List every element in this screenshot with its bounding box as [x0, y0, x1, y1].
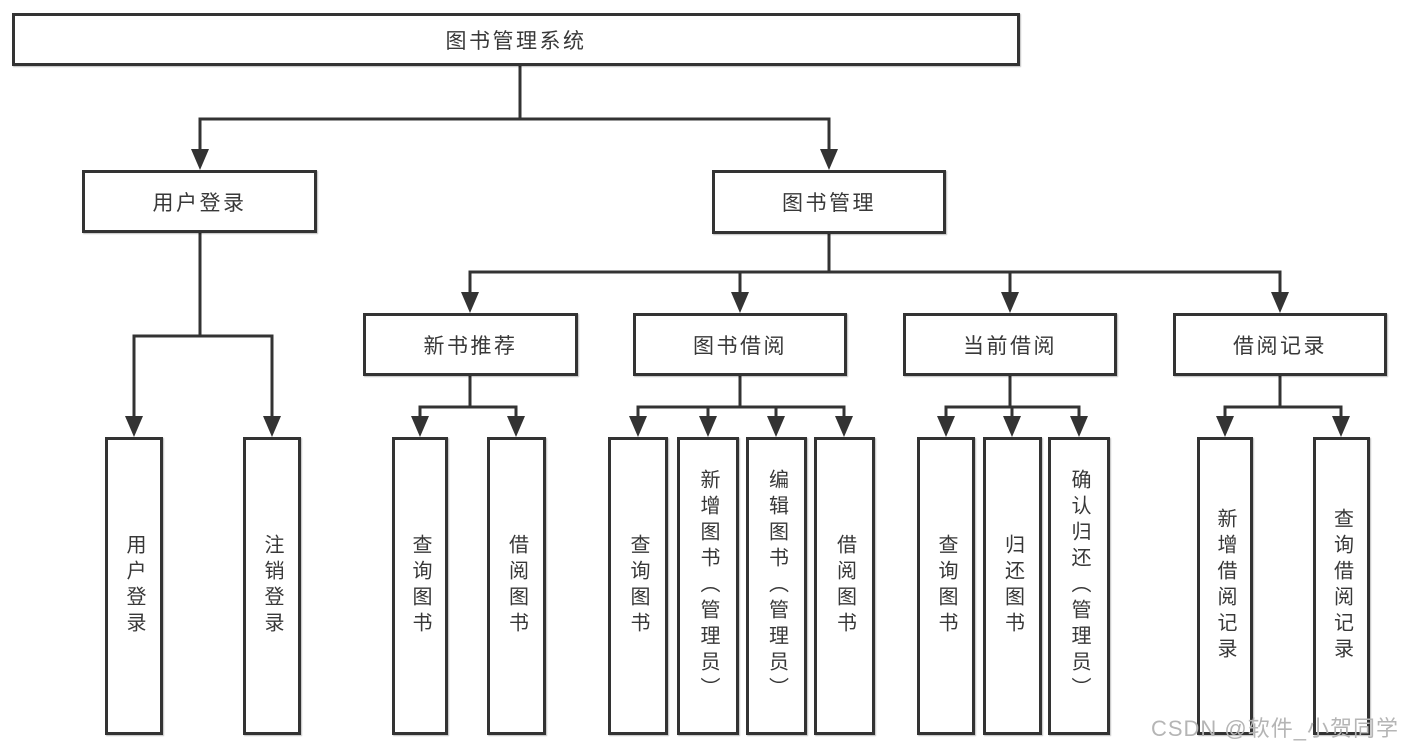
- node-borrow-records: 借阅记录: [1173, 313, 1387, 376]
- node-leaf-query-borrow-record-label: 查询借阅记录: [1330, 508, 1353, 664]
- node-leaf-query-books-current: 查询图书: [917, 437, 975, 735]
- node-book-borrow-label: 图书借阅: [693, 334, 787, 358]
- node-leaf-logout-label: 注销登录: [261, 534, 283, 638]
- node-leaf-add-borrow-record-label: 新增借阅记录: [1214, 508, 1236, 664]
- node-leaf-add-borrow-record: 新增借阅记录: [1197, 437, 1253, 735]
- node-current-borrow: 当前借阅: [903, 313, 1117, 376]
- node-user-login: 用户登录: [82, 170, 317, 233]
- node-leaf-confirm-return-admin-label: 确认归还（管理员）: [1068, 469, 1090, 703]
- node-user-login-label: 用户登录: [152, 191, 247, 215]
- node-leaf-return-book: 归还图书: [983, 437, 1042, 735]
- node-leaf-user-login-label: 用户登录: [123, 534, 145, 638]
- node-leaf-edit-book-admin: 编辑图书（管理员）: [746, 437, 807, 735]
- node-leaf-query-books-borrow: 查询图书: [608, 437, 668, 735]
- node-root-label: 图书管理系统: [445, 29, 587, 53]
- node-leaf-query-books-recommend-label: 查询图书: [409, 534, 431, 638]
- node-leaf-query-books-borrow-label: 查询图书: [627, 534, 649, 638]
- node-leaf-return-book-label: 归还图书: [1001, 534, 1024, 638]
- node-leaf-add-book-admin-label: 新增图书（管理员）: [697, 469, 719, 703]
- node-leaf-edit-book-admin-label: 编辑图书（管理员）: [765, 469, 788, 703]
- node-leaf-borrow-books-recommend-label: 借阅图书: [505, 534, 528, 638]
- node-root: 图书管理系统: [12, 13, 1020, 66]
- node-leaf-query-borrow-record: 查询借阅记录: [1313, 437, 1370, 735]
- node-leaf-borrow-books-recommend: 借阅图书: [487, 437, 546, 735]
- node-book-borrow: 图书借阅: [633, 313, 847, 376]
- node-leaf-user-login: 用户登录: [105, 437, 163, 735]
- node-leaf-logout: 注销登录: [243, 437, 301, 735]
- node-book-management-label: 图书管理: [782, 192, 876, 215]
- node-leaf-borrow-books-label: 借阅图书: [833, 534, 856, 638]
- node-leaf-borrow-books: 借阅图书: [814, 437, 875, 735]
- node-current-borrow-label: 当前借阅: [963, 334, 1057, 358]
- node-leaf-query-books-recommend: 查询图书: [392, 437, 448, 735]
- node-new-book-recommend-label: 新书推荐: [423, 334, 518, 358]
- node-leaf-add-book-admin: 新增图书（管理员）: [677, 437, 739, 735]
- node-leaf-confirm-return-admin: 确认归还（管理员）: [1048, 437, 1110, 735]
- csdn-watermark: CSDN @软件_小贺同学: [1150, 716, 1399, 741]
- node-leaf-query-books-current-label: 查询图书: [935, 534, 957, 638]
- node-book-management: 图书管理: [712, 170, 946, 234]
- node-new-book-recommend: 新书推荐: [363, 313, 578, 376]
- node-borrow-records-label: 借阅记录: [1233, 334, 1327, 358]
